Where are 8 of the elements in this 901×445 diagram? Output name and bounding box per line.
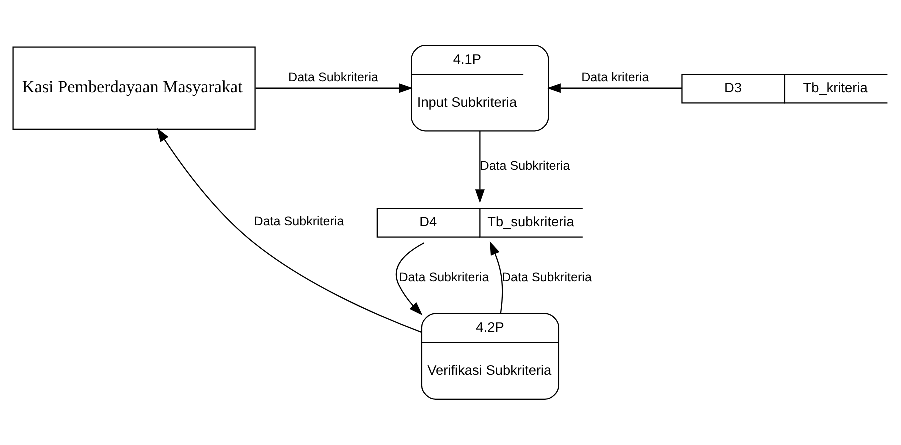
edge-label: Data Subkriteria	[288, 70, 378, 84]
edge-label: Data Subkriteria	[399, 270, 490, 285]
edge-label: Data Subkriteria	[254, 214, 344, 229]
node-text: D3 Tb_kriteria	[724, 80, 868, 96]
node-text: D4 Tb_subkriteria	[420, 214, 574, 230]
edge-label: Data kriteria	[582, 70, 650, 84]
edge-label: Data Subkriteria	[502, 270, 592, 285]
edge-label: Data Subkriteria	[480, 158, 570, 173]
